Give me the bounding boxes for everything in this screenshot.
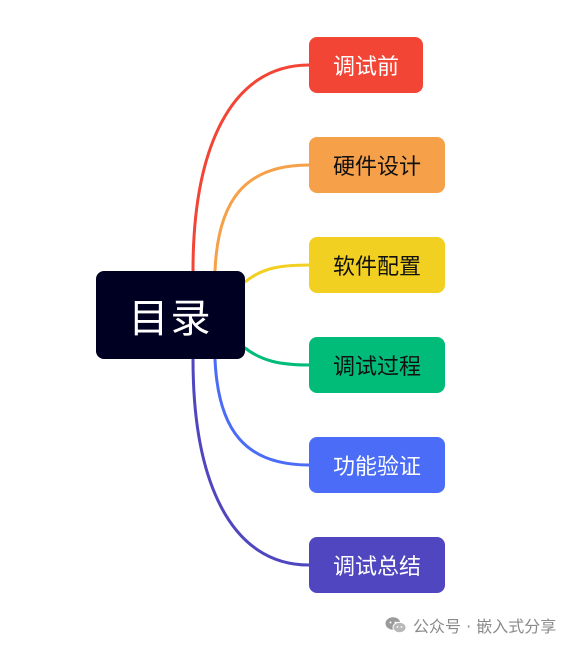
root-node-directory: 目录 (96, 271, 245, 359)
branch-node-label: 硬件设计 (332, 155, 421, 180)
branch-node-label: 功能验证 (332, 455, 421, 480)
branch-node-label: 调试总结 (332, 555, 421, 580)
branch-node-label: 调试前 (332, 55, 399, 80)
branch-node-function-verification: 功能验证 (309, 437, 445, 493)
connector-line (213, 163, 311, 273)
branch-node-debug-summary: 调试总结 (309, 537, 445, 593)
connector-line (191, 63, 311, 273)
branch-node-hardware-design: 硬件设计 (309, 137, 445, 193)
connector-line (213, 357, 311, 467)
branch-node-label: 软件配置 (332, 255, 421, 280)
branch-node-debug-process: 调试过程 (309, 337, 445, 393)
connector-line (243, 263, 311, 284)
watermark-text: 公众号 · 嵌入式分享 (413, 617, 557, 636)
branch-node-label: 调试过程 (332, 355, 421, 380)
watermark: 公众号 · 嵌入式分享 (385, 612, 556, 638)
branch-node-before-debugging: 调试前 (309, 37, 423, 93)
branch-node-software-config: 软件配置 (309, 237, 445, 293)
connector-line (191, 357, 311, 567)
root-node-label: 目录 (128, 296, 213, 342)
wechat-icon (385, 617, 407, 634)
connector-line (243, 346, 311, 367)
